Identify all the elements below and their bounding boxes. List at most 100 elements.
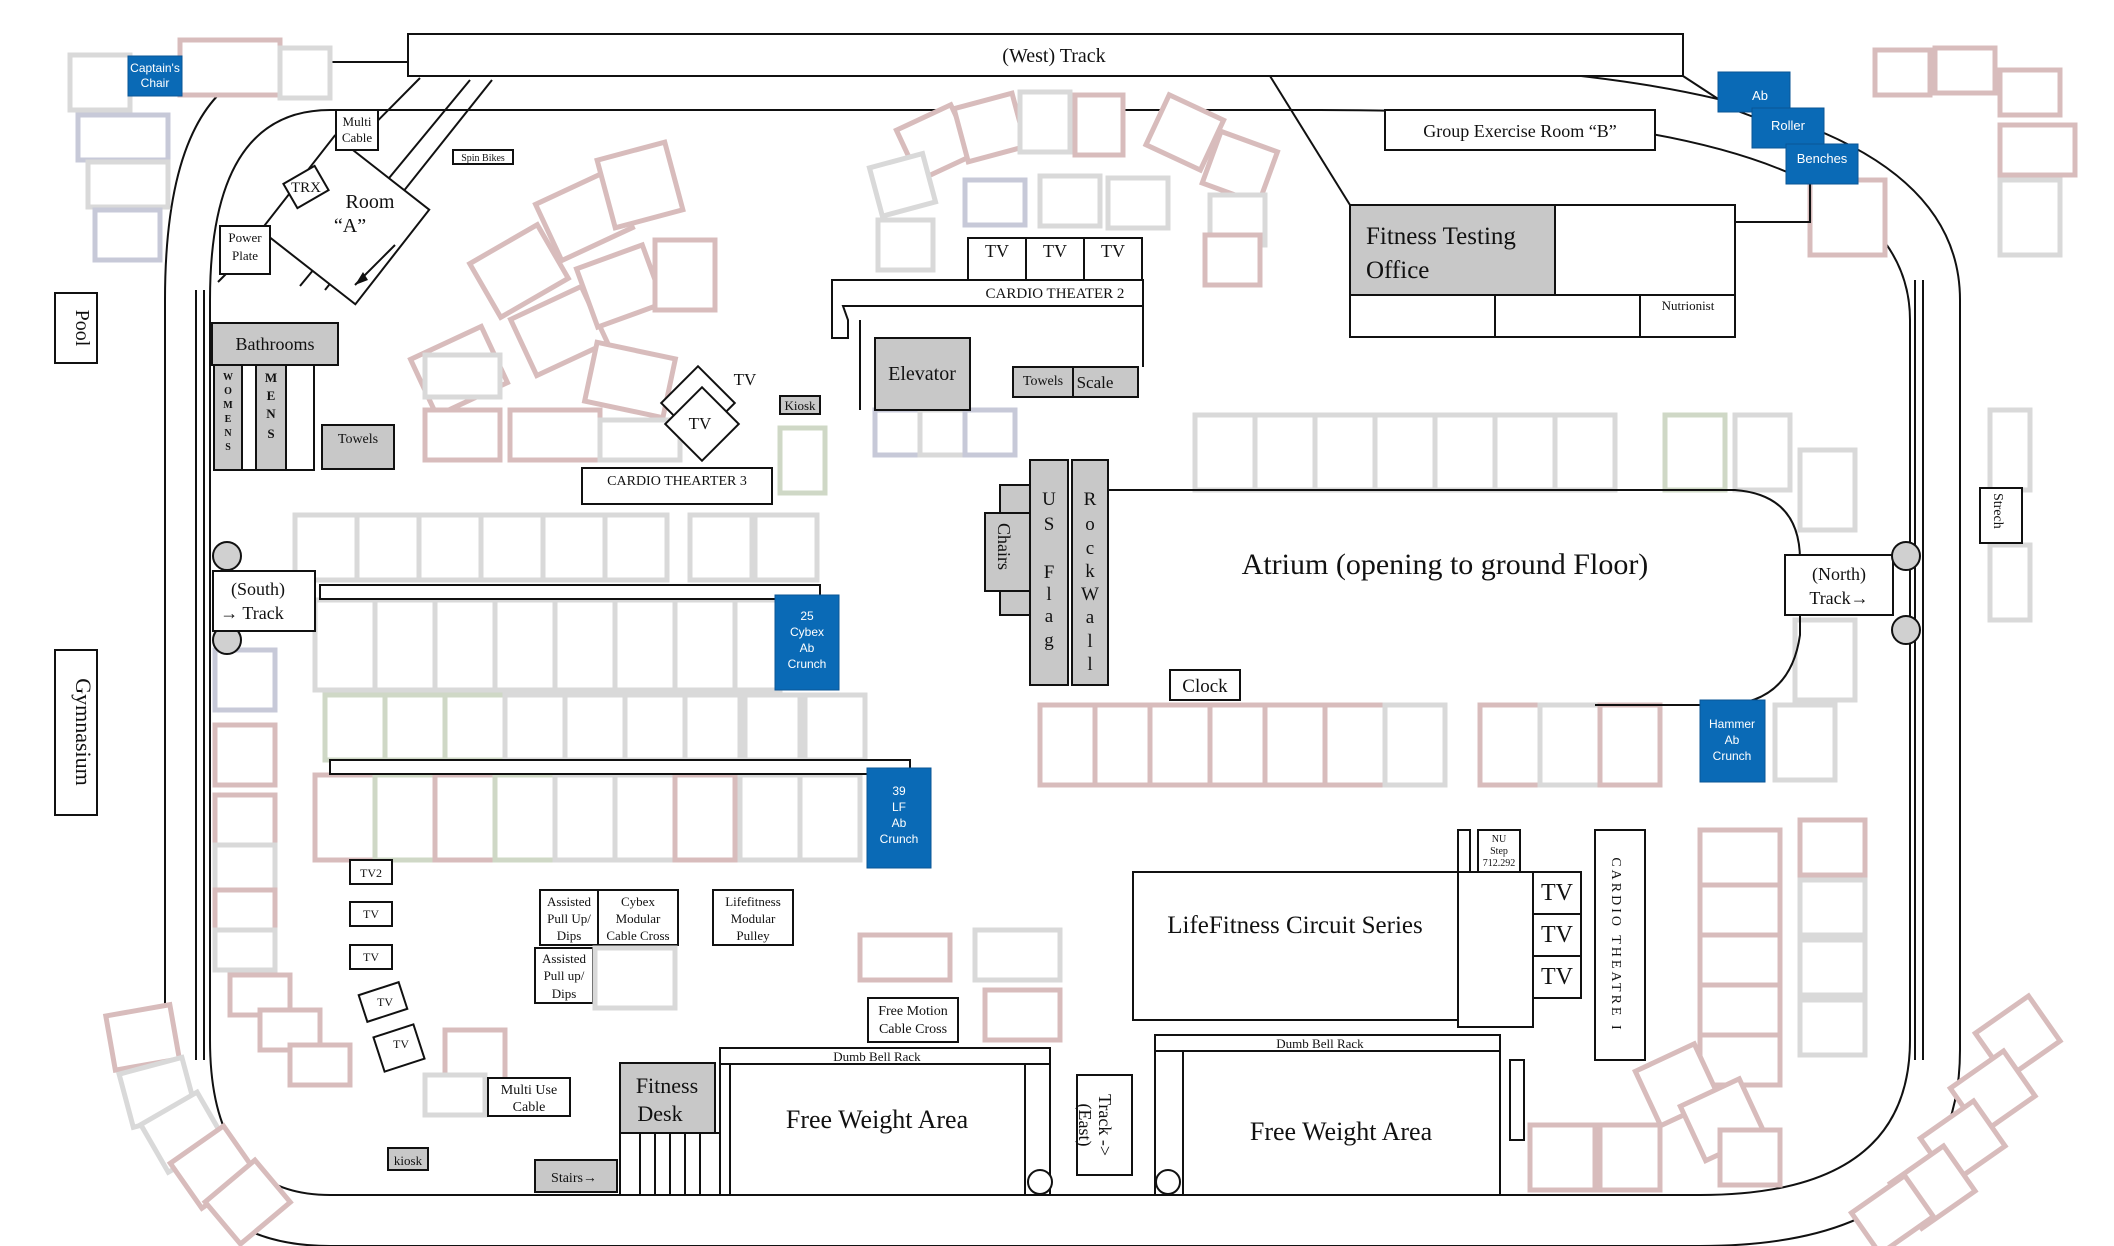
roller-label: Roller	[1771, 118, 1806, 133]
tv-ct2-1-label: TV	[985, 241, 1009, 261]
ab-roller-bench-3	[1785, 143, 1859, 185]
towels-left	[321, 424, 395, 470]
free-weight-inner-right	[1182, 1050, 1501, 1196]
nutrionist-label: Nutrionist	[1662, 298, 1715, 313]
pillar-right	[1155, 1169, 1181, 1195]
womens-restroom	[213, 364, 243, 471]
group-exercise-room-b-label: Group Exercise Room “B”	[1423, 121, 1616, 141]
fitness-testing-office	[1349, 204, 1556, 296]
pillar-left	[1027, 1169, 1053, 1195]
north-track-box	[1784, 554, 1894, 616]
restroom-divider	[241, 364, 257, 471]
north-pillar-1	[1891, 541, 1921, 571]
tv-ct1-3-label: TV	[1541, 964, 1574, 990]
equipment-stations	[67, 37, 2078, 1246]
towels-ct2-label: Towels	[1023, 374, 1063, 389]
free-weight-inner-left	[729, 1063, 1026, 1196]
east-track-label: Track ->(East)	[1074, 1094, 1115, 1156]
us-flag	[1029, 459, 1069, 686]
trx-box	[282, 164, 330, 210]
circuit-extension	[1457, 871, 1534, 1028]
assisted-pullup-1	[539, 889, 599, 946]
tv-left-3-label: TV	[377, 995, 393, 1009]
tv-ct3-a-label: TV	[734, 370, 757, 389]
tv-ct3-b	[663, 385, 741, 463]
stair-steps	[639, 1133, 701, 1195]
clock-label: Clock	[1182, 676, 1228, 697]
tv-left-1-label: TV	[363, 907, 379, 921]
group-exercise-room-b	[1384, 109, 1656, 151]
lifefitness-circuit-label: LifeFitness Circuit Series	[1167, 912, 1423, 939]
elevator-label: Elevator	[888, 363, 956, 385]
rock-wall	[1071, 459, 1109, 686]
lf-ab-crunch	[866, 767, 932, 869]
stretch-area	[1979, 487, 2023, 544]
cardio-theater-3-label: CARDIO THEARTER 3	[607, 474, 747, 489]
tv2-box	[349, 859, 393, 885]
tv-left-2	[349, 944, 393, 970]
tv-ct3-b-label: TV	[689, 414, 712, 433]
tv-ct1-1-label: TV	[1541, 880, 1574, 906]
tv-ct1-2-label: TV	[1541, 922, 1574, 948]
captains-chair	[127, 55, 183, 97]
free-motion-cable	[867, 997, 959, 1043]
cybex-modular	[597, 889, 679, 946]
ab-label: Ab	[1752, 88, 1768, 103]
captains-chair-label-2: Chair	[141, 76, 170, 90]
chairs	[984, 512, 1031, 592]
south-pillar-1	[212, 541, 242, 571]
tv-ct2-3	[1083, 237, 1143, 281]
stretch-label: Strech	[1990, 493, 2005, 529]
multi-use-cable	[487, 1077, 571, 1117]
stairs	[534, 1159, 618, 1193]
dumb-bell-rack-left-label: Dumb Bell Rack	[833, 1049, 921, 1064]
tv-ct2-3-label: TV	[1101, 241, 1125, 261]
multi-cable-box	[335, 109, 379, 151]
nu-step-post	[1457, 829, 1471, 873]
lifefitness-modular	[712, 889, 794, 946]
tv-left-2-label: TV	[363, 950, 379, 964]
rack-upper	[319, 584, 821, 600]
hammer-ab-crunch	[1699, 699, 1766, 783]
north-track-label: (North)Track→	[1809, 564, 1868, 608]
fitness-desk	[619, 1062, 716, 1134]
atrium-label: Atrium (opening to ground Floor)	[1242, 548, 1649, 581]
chairs-label: Chairs	[994, 523, 1014, 570]
cardio-theatre-1	[1594, 829, 1646, 1061]
tv-left-4	[372, 1023, 426, 1073]
cardio-theater-2-label: CARDIO THEATER 2	[986, 286, 1125, 302]
cardio-theatre-1-label: CARDIO THEATRE I	[1608, 857, 1623, 1032]
ct2-outline	[831, 279, 1144, 339]
scale	[1072, 366, 1139, 398]
kiosk-bottom	[387, 1147, 429, 1171]
cybex-ab-crunch	[774, 594, 840, 691]
elevator	[874, 337, 971, 411]
kiosk-bottom-label: kiosk	[394, 1153, 423, 1168]
spin-bikes-box	[452, 149, 514, 165]
benches-label: Benches	[1797, 151, 1848, 166]
south-track-label: (South)→ Track	[220, 579, 285, 623]
cardio-theater-3	[581, 467, 773, 505]
tv-left-1	[349, 901, 393, 927]
gymnasium-box	[54, 649, 98, 816]
south-track-box	[212, 570, 316, 632]
kiosk-top	[779, 395, 821, 415]
free-weight-area-left-label: Free Weight Area	[786, 1105, 969, 1134]
free-weight-area-right-label: Free Weight Area	[1250, 1117, 1433, 1146]
dumb-bell-rack-right-label: Dumb Bell Rack	[1276, 1036, 1364, 1051]
kiosk-top-label: Kiosk	[784, 398, 816, 413]
tv-ct1-3	[1532, 955, 1582, 999]
trx-label: TRX	[291, 180, 321, 196]
captains-chair-label: Captain's	[130, 61, 180, 75]
tv-left-3	[357, 980, 409, 1024]
west-track-label: (West) Track	[1002, 45, 1105, 67]
